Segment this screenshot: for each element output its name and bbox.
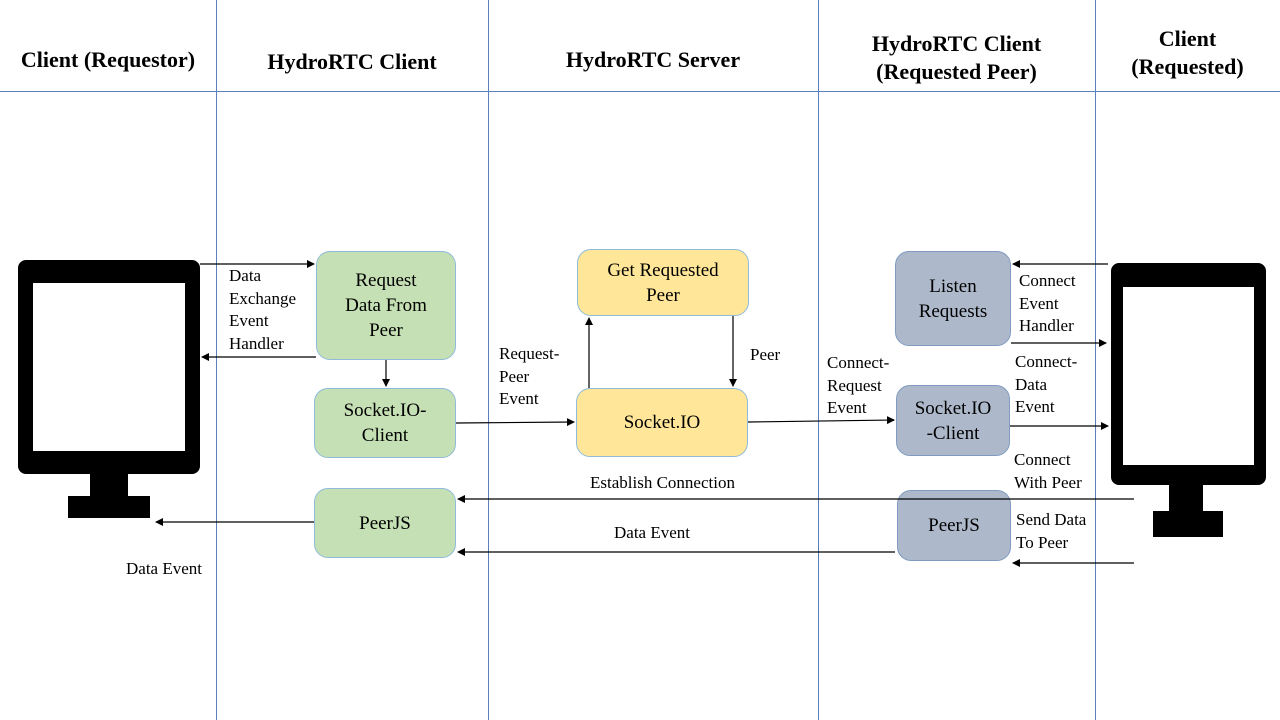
arrow-server-to-right-socketio <box>747 416 895 425</box>
label-peer: Peer <box>750 345 781 364</box>
label-request-peer-event: Request- Peer Event <box>499 344 560 408</box>
label-connect-event-handler: Connect Event Handler <box>1019 271 1076 335</box>
socketio-client-left-box: Socket.IO- Client <box>314 388 456 458</box>
peerjs-right-box: PeerJS <box>897 490 1011 561</box>
socketio-client-right-box: Socket.IO -Client <box>896 385 1010 456</box>
peerjs-left-box: PeerJS <box>314 488 456 558</box>
lane-title-client-requested: Client (Requested) <box>1131 26 1244 79</box>
label-connect-request-event: Connect- Request Event <box>827 353 890 417</box>
lane-divider <box>488 0 489 720</box>
label-data-exchange-event-handler: Data Exchange Event Handler <box>229 266 297 353</box>
label-data-event-left: Data Event <box>126 559 202 578</box>
label-connect-with-peer: Connect With Peer <box>1014 450 1082 492</box>
label-data-event-middle: Data Event <box>614 523 690 542</box>
label-send-data-to-peer: Send Data To Peer <box>1016 510 1087 552</box>
label-establish-connection: Establish Connection <box>590 473 735 492</box>
lane-divider <box>1095 0 1096 720</box>
lane-title-hydrortc-server: HydroRTC Server <box>565 47 741 72</box>
lane-title-hydrortc-client-requested-peer: HydroRTC Client (Requested Peer) <box>871 31 1042 84</box>
listen-requests-box: Listen Requests <box>895 251 1011 346</box>
arrow-socketio-client-to-server <box>455 418 575 427</box>
lane-divider <box>818 0 819 720</box>
header-divider <box>0 91 1280 92</box>
lane-title-hydrortc-client: HydroRTC Client <box>267 49 437 74</box>
socketio-server-box: Socket.IO <box>576 388 748 457</box>
left-client-monitor-icon <box>18 260 200 518</box>
lane-divider <box>216 0 217 720</box>
lane-title-client-requestor: Client (Requestor) <box>20 47 196 72</box>
get-requested-peer-box: Get Requested Peer <box>577 249 749 316</box>
request-data-from-peer-box: Request Data From Peer <box>316 251 456 360</box>
label-connect-data-event: Connect- Data Event <box>1015 352 1078 416</box>
right-client-monitor-icon <box>1111 263 1266 537</box>
